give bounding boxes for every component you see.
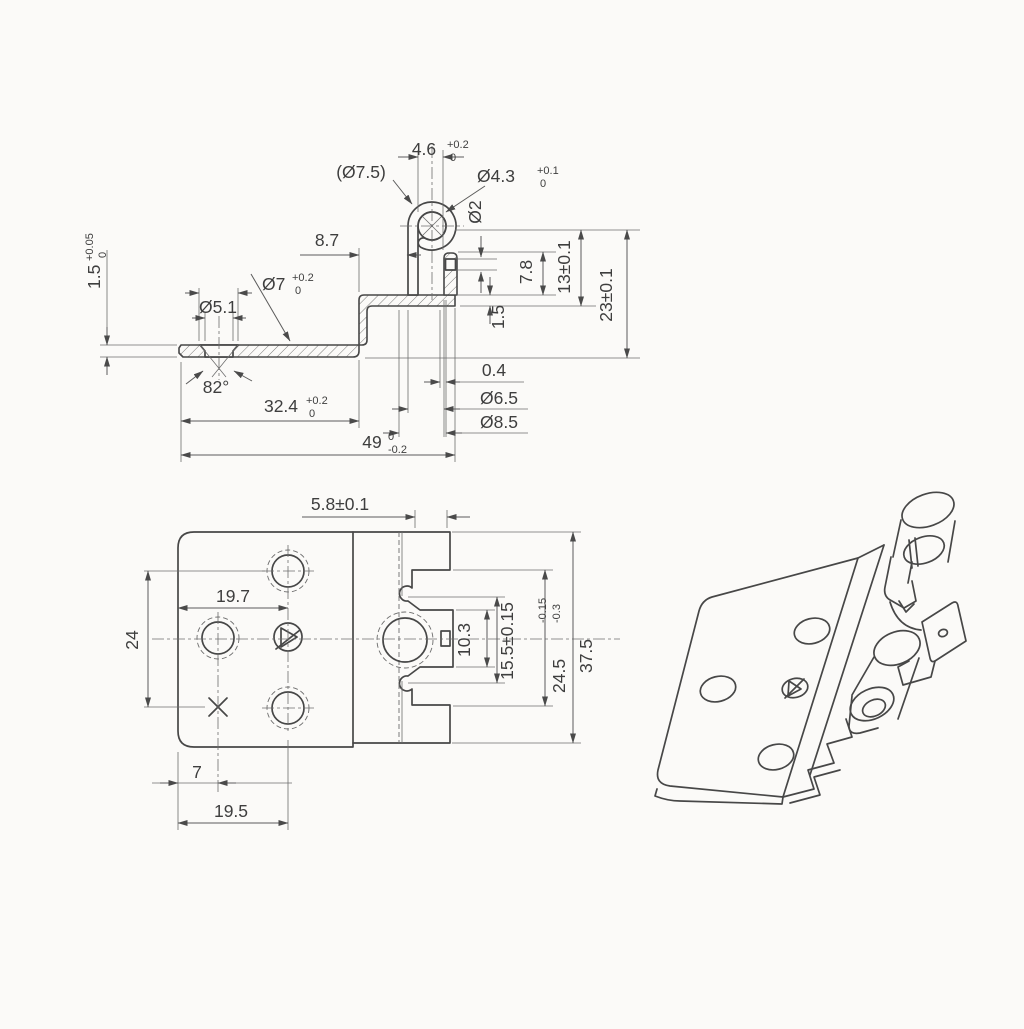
dim-d7-5-label: (Ø7.5) bbox=[336, 162, 386, 182]
dim-10-3-label: 10.3 bbox=[454, 623, 474, 657]
dim-d7-label: Ø7 bbox=[262, 274, 285, 294]
dim-24-5-label: 24.5 -0.15 -0.3 bbox=[537, 598, 569, 693]
dim-d2-label: Ø2 bbox=[465, 200, 485, 223]
iso-upper-knuckle bbox=[901, 491, 955, 529]
dim-d5-1-label: Ø5.1 bbox=[199, 297, 237, 317]
dim-23-label: 23±0.1 bbox=[596, 268, 616, 321]
side-tab-hole-mark bbox=[440, 630, 451, 647]
dim-5-8-label: 5.8±0.1 bbox=[311, 494, 369, 514]
iso-center-hole bbox=[781, 677, 809, 699]
folded-section-outline bbox=[352, 531, 454, 744]
svg-text:0: 0 bbox=[450, 152, 456, 164]
svg-text:0: 0 bbox=[540, 178, 546, 190]
iso-side-tab-hole bbox=[937, 628, 949, 638]
dim-d4-3-label: Ø4.3 bbox=[477, 166, 515, 186]
section-view: 4.6 +0.2 0 (Ø7.5) Ø4.3 +0.1 0 Ø2 8.7 Ø7 … bbox=[84, 139, 640, 462]
svg-text:+0.2: +0.2 bbox=[447, 139, 469, 151]
dim-8-7-label: 8.7 bbox=[315, 230, 339, 250]
dim-37-5-label: 37.5 bbox=[576, 639, 596, 673]
iso-hole-bottom bbox=[757, 743, 795, 771]
dim-1-5-right-label: 1.5 bbox=[488, 305, 508, 329]
svg-text:0: 0 bbox=[309, 408, 315, 420]
isometric-view bbox=[654, 491, 967, 805]
dim-82deg-label: 82° bbox=[203, 377, 229, 397]
datum-triangle-mark bbox=[280, 627, 298, 648]
svg-text:1.5: 1.5 bbox=[84, 265, 104, 289]
iso-hook-strap bbox=[883, 556, 917, 609]
dim-49-label: 49 bbox=[362, 432, 381, 452]
dim-19-5-label: 19.5 bbox=[214, 801, 248, 821]
dim-24-label: 24 bbox=[122, 630, 142, 650]
svg-text:+0.2: +0.2 bbox=[306, 395, 328, 407]
svg-text:+0.05: +0.05 bbox=[84, 233, 96, 261]
iso-hole-left bbox=[699, 675, 737, 703]
svg-text:24.5: 24.5 bbox=[549, 659, 569, 693]
dim-0-4-label: 0.4 bbox=[482, 360, 507, 380]
plan-view: 5.8±0.1 19.7 24 10.3 15.5±0.15 24.5 -0.1… bbox=[122, 494, 620, 830]
svg-text:+0.2: +0.2 bbox=[292, 272, 314, 284]
iso-hole-top bbox=[793, 617, 831, 645]
dim-13-label: 13±0.1 bbox=[554, 240, 574, 293]
svg-text:-0.2: -0.2 bbox=[388, 444, 407, 456]
iso-lower-knuckle-hole bbox=[861, 698, 887, 718]
iso-side-tab bbox=[921, 601, 967, 663]
svg-text:0: 0 bbox=[295, 285, 301, 297]
dim-7-8-label: 7.8 bbox=[516, 260, 536, 284]
dim-lines-section bbox=[104, 154, 630, 458]
tab-hole bbox=[444, 258, 457, 271]
dim-19-7-label: 19.7 bbox=[216, 586, 250, 606]
dim-15-5-label: 15.5±0.15 bbox=[497, 602, 517, 680]
iso-plate bbox=[656, 557, 859, 798]
svg-text:-0.15: -0.15 bbox=[537, 598, 549, 623]
dim-d8-5-label: Ø8.5 bbox=[480, 412, 518, 432]
dim-lines-plan bbox=[145, 514, 576, 826]
svg-text:0: 0 bbox=[388, 431, 394, 443]
plate-outline bbox=[177, 531, 354, 748]
dim-32-4-label: 32.4 bbox=[264, 396, 298, 416]
knuckle-hole bbox=[382, 617, 428, 663]
dim-7-label: 7 bbox=[192, 762, 202, 782]
dim-d6-5-label: Ø6.5 bbox=[480, 388, 518, 408]
iso-zigzag-edge bbox=[782, 718, 853, 798]
svg-text:0: 0 bbox=[97, 252, 109, 258]
svg-text:-0.3: -0.3 bbox=[551, 604, 563, 623]
dim-4-6-label: 4.6 bbox=[412, 139, 436, 159]
dim-1-5-left-label: 1.5 +0.05 0 bbox=[84, 233, 109, 289]
svg-text:+0.1: +0.1 bbox=[537, 165, 559, 177]
